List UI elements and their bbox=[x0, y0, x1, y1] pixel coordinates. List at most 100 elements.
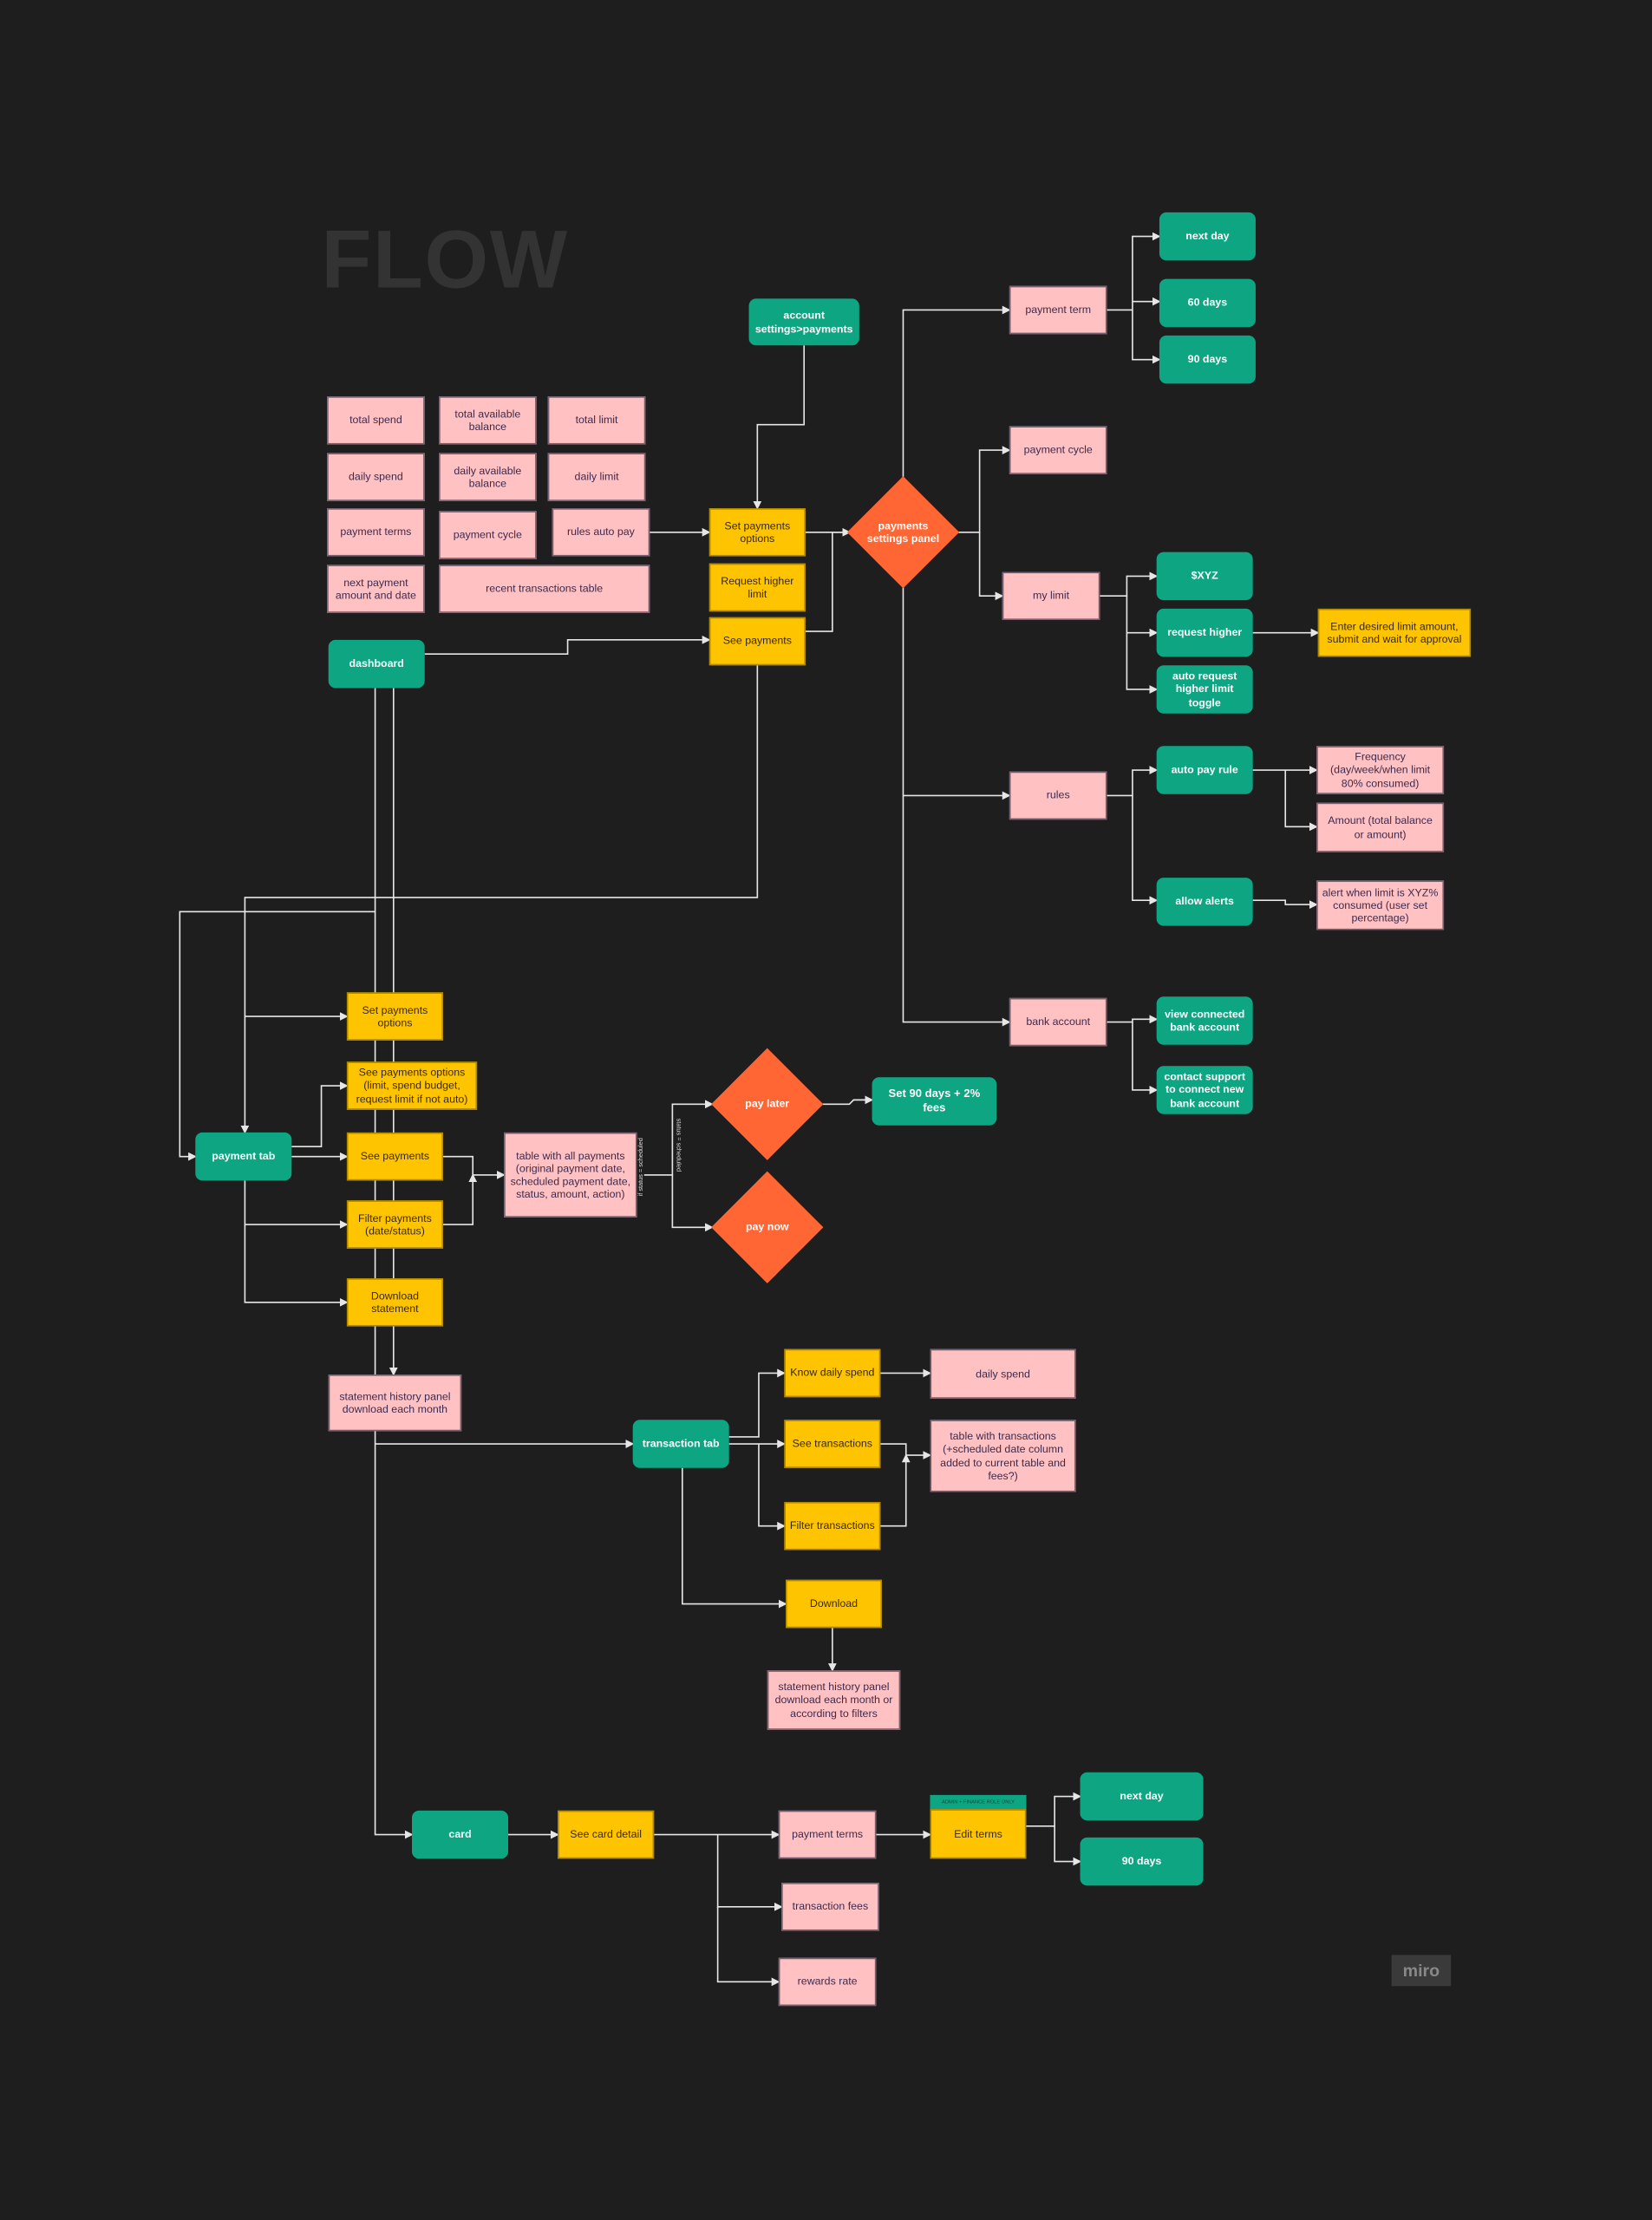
auto-pay-rule-node[interactable]: auto pay rule bbox=[1156, 746, 1253, 794]
connector-arrow bbox=[728, 1368, 786, 1438]
miro-logo: miro bbox=[1391, 1955, 1452, 1987]
connector-arrow bbox=[1100, 571, 1159, 597]
connector-arrow bbox=[442, 1173, 478, 1225]
connector-arrow bbox=[671, 1174, 714, 1232]
connector-arrow bbox=[753, 345, 806, 510]
card-90-days-node[interactable]: 90 days bbox=[1080, 1837, 1204, 1886]
pay-later-label: pay later bbox=[745, 1097, 790, 1111]
connector-arrow bbox=[822, 1095, 874, 1106]
connector-arrow bbox=[682, 1467, 787, 1609]
condition-label-1: if status = scheduled bbox=[637, 1138, 644, 1197]
tt-statement-history[interactable]: statement history panel download each mo… bbox=[767, 1670, 901, 1730]
widget-daily-spend[interactable]: daily spend bbox=[327, 453, 425, 501]
connector-arrow bbox=[716, 1834, 783, 1911]
pt-filter-payments[interactable]: Filter payments (date/status) bbox=[346, 1200, 443, 1249]
role-tag: ADMIN + FINANCE ROLE ONLY bbox=[930, 1794, 1027, 1810]
my-limit-node[interactable]: my limit bbox=[1002, 571, 1100, 620]
connector-arrow bbox=[424, 635, 711, 655]
auto-request-toggle-node[interactable]: auto request higher limit toggle bbox=[1156, 665, 1253, 714]
pt-see-payments-options[interactable]: See payments options (limit, spend budge… bbox=[346, 1061, 478, 1110]
account-settings-node[interactable]: account settings>payments bbox=[748, 298, 859, 346]
connector-arrow bbox=[244, 1224, 349, 1307]
pt-download-statement[interactable]: Download statement bbox=[346, 1278, 443, 1327]
contact-support-node[interactable]: contact support to connect new bank acco… bbox=[1156, 1066, 1253, 1114]
view-bank-node[interactable]: view connected bank account bbox=[1156, 996, 1253, 1045]
dashboard-node[interactable]: dashboard bbox=[328, 639, 425, 689]
connector-arrow bbox=[758, 1444, 786, 1531]
widget-rules-auto-pay[interactable]: rules auto pay bbox=[552, 508, 650, 557]
filter-transactions-node[interactable]: Filter transactions bbox=[784, 1501, 881, 1551]
connector-arrow bbox=[1132, 795, 1159, 905]
card-payment-terms[interactable]: payment terms bbox=[778, 1810, 877, 1859]
see-transactions-node[interactable]: See transactions bbox=[784, 1420, 881, 1468]
allow-alerts-node[interactable]: allow alerts bbox=[1156, 878, 1253, 926]
term-60-days-node[interactable]: 60 days bbox=[1159, 278, 1256, 328]
request-higher-limit-node[interactable]: Request higher limit bbox=[708, 563, 806, 612]
term-next-day-node[interactable]: next day bbox=[1159, 212, 1256, 261]
xyz-node[interactable]: $XYZ bbox=[1156, 552, 1253, 601]
table-all-payments[interactable]: table with all payments (original paymen… bbox=[504, 1132, 637, 1218]
connector-arrow bbox=[1252, 899, 1318, 910]
widget-recent-transactions[interactable]: recent transactions table bbox=[439, 565, 650, 613]
board-title: FLOW bbox=[321, 213, 569, 306]
card-transaction-fees[interactable]: transaction fees bbox=[781, 1883, 879, 1931]
widget-payment-cycle[interactable]: payment cycle bbox=[439, 511, 537, 559]
pt-statement-history[interactable]: statement history panel download each mo… bbox=[328, 1374, 462, 1432]
widget-total-spend[interactable]: total spend bbox=[327, 396, 425, 445]
alert-when-node[interactable]: alert when limit is XYZ% consumed (user … bbox=[1316, 880, 1445, 930]
connector-arrow bbox=[902, 305, 1011, 478]
enter-desired-limit-node[interactable]: Enter desired limit amount, submit and w… bbox=[1317, 608, 1472, 657]
connector-arrow bbox=[1284, 770, 1318, 832]
request-higher-node[interactable]: request higher bbox=[1156, 608, 1253, 657]
payment-term-node[interactable]: payment term bbox=[1009, 285, 1107, 335]
tt-daily-spend[interactable]: daily spend bbox=[930, 1348, 1076, 1399]
tt-download-node[interactable]: Download bbox=[785, 1579, 882, 1629]
pt-see-payments[interactable]: See payments bbox=[346, 1132, 443, 1181]
connector-arrow bbox=[442, 1155, 506, 1179]
connector-arrow bbox=[240, 665, 759, 1134]
connector-arrow bbox=[1132, 310, 1161, 364]
card-next-day-node[interactable]: next day bbox=[1080, 1772, 1204, 1821]
amount-node[interactable]: Amount (total balance or amount) bbox=[1316, 802, 1445, 852]
transaction-tab-node[interactable]: transaction tab bbox=[632, 1420, 729, 1468]
condition-label-2: status = scheduled bbox=[675, 1118, 682, 1172]
know-daily-spend-node[interactable]: Know daily spend bbox=[784, 1348, 881, 1398]
pay-now-label: pay now bbox=[745, 1220, 789, 1234]
connector-arrow bbox=[1107, 232, 1161, 311]
connector-arrow bbox=[880, 1453, 911, 1527]
connector-arrow bbox=[637, 1100, 714, 1176]
connector-arrow bbox=[978, 532, 1004, 601]
widget-daily-available-balance[interactable]: daily available balance bbox=[439, 453, 537, 501]
payment-cycle-node[interactable]: payment cycle bbox=[1009, 426, 1107, 474]
connector-arrow bbox=[291, 1081, 349, 1148]
term-90-days-node[interactable]: 90 days bbox=[1159, 335, 1256, 384]
set-payments-options-node[interactable]: Set payments options bbox=[708, 508, 806, 557]
card-rewards-rate[interactable]: rewards rate bbox=[778, 1957, 877, 2007]
connector-arrow bbox=[1132, 1022, 1159, 1094]
widget-payment-terms[interactable]: payment terms bbox=[327, 508, 425, 557]
table-transactions[interactable]: table with transactions (+scheduled date… bbox=[930, 1420, 1076, 1492]
connector-arrow bbox=[179, 911, 375, 1161]
connector-arrow bbox=[1107, 1015, 1159, 1024]
frequency-node[interactable]: Frequency (day/week/when limit 80% consu… bbox=[1316, 746, 1445, 794]
widget-total-available-balance[interactable]: total available balance bbox=[439, 396, 537, 445]
connector-arrow bbox=[1107, 766, 1159, 797]
see-payments-node[interactable]: See payments bbox=[708, 617, 806, 666]
edit-terms-node[interactable]: Edit terms bbox=[930, 1809, 1027, 1859]
widget-daily-limit[interactable]: daily limit bbox=[547, 453, 646, 501]
set-90-days-node[interactable]: Set 90 days + 2% fees bbox=[872, 1077, 997, 1126]
bank-account-node[interactable]: bank account bbox=[1009, 997, 1107, 1047]
connector-arrow bbox=[716, 1906, 780, 1987]
rules-node[interactable]: rules bbox=[1009, 771, 1107, 820]
see-card-detail-node[interactable]: See card detail bbox=[558, 1810, 655, 1859]
pt-set-payments-options[interactable]: Set payments options bbox=[346, 992, 443, 1041]
widget-next-payment[interactable]: next payment amount and date bbox=[327, 565, 425, 613]
connector-arrow bbox=[880, 1443, 932, 1460]
payment-tab-node[interactable]: payment tab bbox=[195, 1132, 292, 1181]
settings-panel-label: payments settings panel bbox=[866, 519, 940, 545]
connector-arrow bbox=[805, 527, 852, 632]
connector-arrow bbox=[1126, 596, 1159, 694]
widget-total-limit[interactable]: total limit bbox=[547, 396, 646, 445]
card-node[interactable]: card bbox=[412, 1810, 509, 1859]
